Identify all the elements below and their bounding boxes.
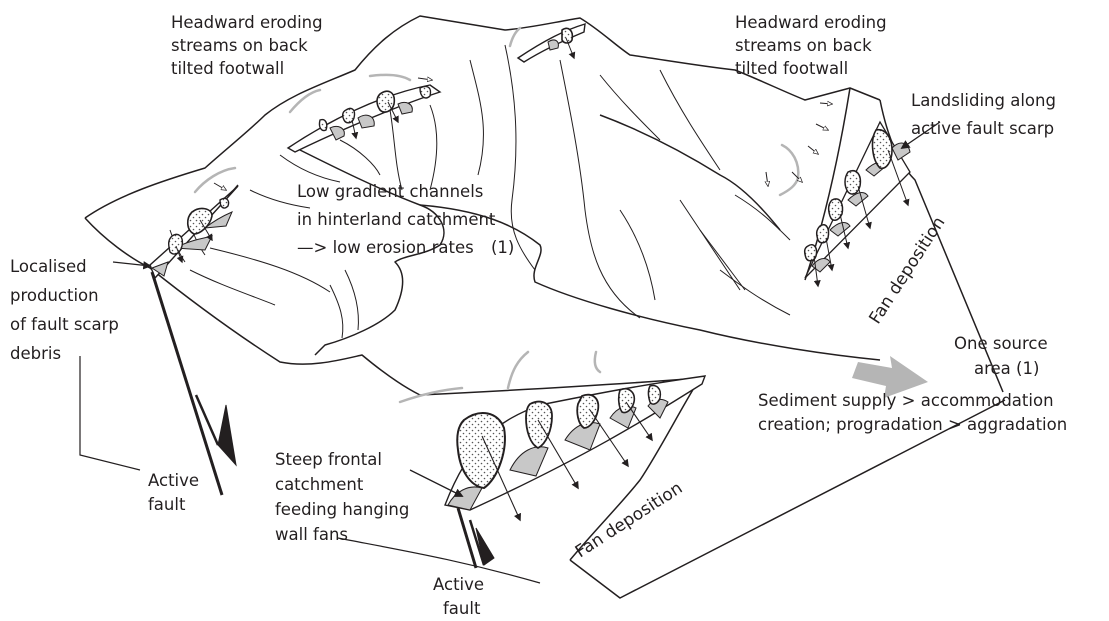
headward-right-line1: Headward eroding [735,13,887,32]
left-fault-scarp [113,186,238,495]
headward-arcs [195,28,798,402]
headward-right-line2: streams on back [735,36,872,55]
one-source-line1: One source [954,334,1048,353]
active-fault-front-line1: Active [433,575,484,594]
sediment-supply-line2: creation; progradation > aggradation [758,415,1067,434]
low-gradient-line2: in hinterland catchment [297,210,496,229]
top-center-scarp [518,24,585,62]
front-scarp [338,376,705,583]
headward-left-line1: Headward eroding [171,13,323,32]
label-one-source: One source area (1) [954,334,1048,378]
localised-line2: production [10,286,99,305]
active-fault-left-line1: Active [148,471,199,490]
headward-left-line2: streams on back [171,36,308,55]
label-headward-left: Headward eroding streams on back tilted … [171,13,323,78]
landsliding-line1: Landsliding along [911,91,1056,110]
low-gradient-ref: (1) [491,238,514,257]
active-fault-front-line2: fault [443,599,481,618]
steep-frontal-line1: Steep frontal [275,450,382,469]
label-headward-right: Headward eroding streams on back tilted … [735,13,887,78]
fan-deposition-front-label: Fan deposition [572,478,686,562]
steep-frontal-line3: feeding hanging [275,500,409,519]
active-fault-left-line2: fault [148,495,186,514]
low-gradient-line3: —> low erosion rates [297,238,474,257]
steep-frontal-line4: wall fans [275,525,348,544]
label-localised: Localised production of fault scarp debr… [10,257,119,363]
label-active-fault-left: Active fault [148,471,199,514]
sediment-supply-line1: Sediment supply > accommodation [758,391,1054,410]
active-fault-left-leader [80,356,140,470]
headward-right-line3: tilted footwall [735,59,848,78]
label-sediment-supply: Sediment supply > accommodation creation… [758,391,1067,434]
low-gradient-line1: Low gradient channels [297,182,483,201]
headward-left-line3: tilted footwall [171,59,284,78]
one-source-line2: area (1) [974,359,1039,378]
localised-line1: Localised [10,257,87,276]
terrain-outline [85,16,1005,598]
steep-frontal-line2: catchment [275,475,364,494]
label-low-gradient: Low gradient channels in hinterland catc… [297,182,514,257]
localised-line3: of fault scarp [10,315,119,334]
label-landsliding: Landsliding along active fault scarp [911,91,1056,138]
localised-line4: debris [10,344,61,363]
label-active-fault-front: Active fault [433,575,484,618]
fan-deposition-right-label: Fan deposition [865,213,949,327]
landsliding-line2: active fault scarp [911,119,1054,138]
label-steep-frontal: Steep frontal catchment feeding hanging … [275,450,409,544]
upper-left-scarp [288,85,440,152]
